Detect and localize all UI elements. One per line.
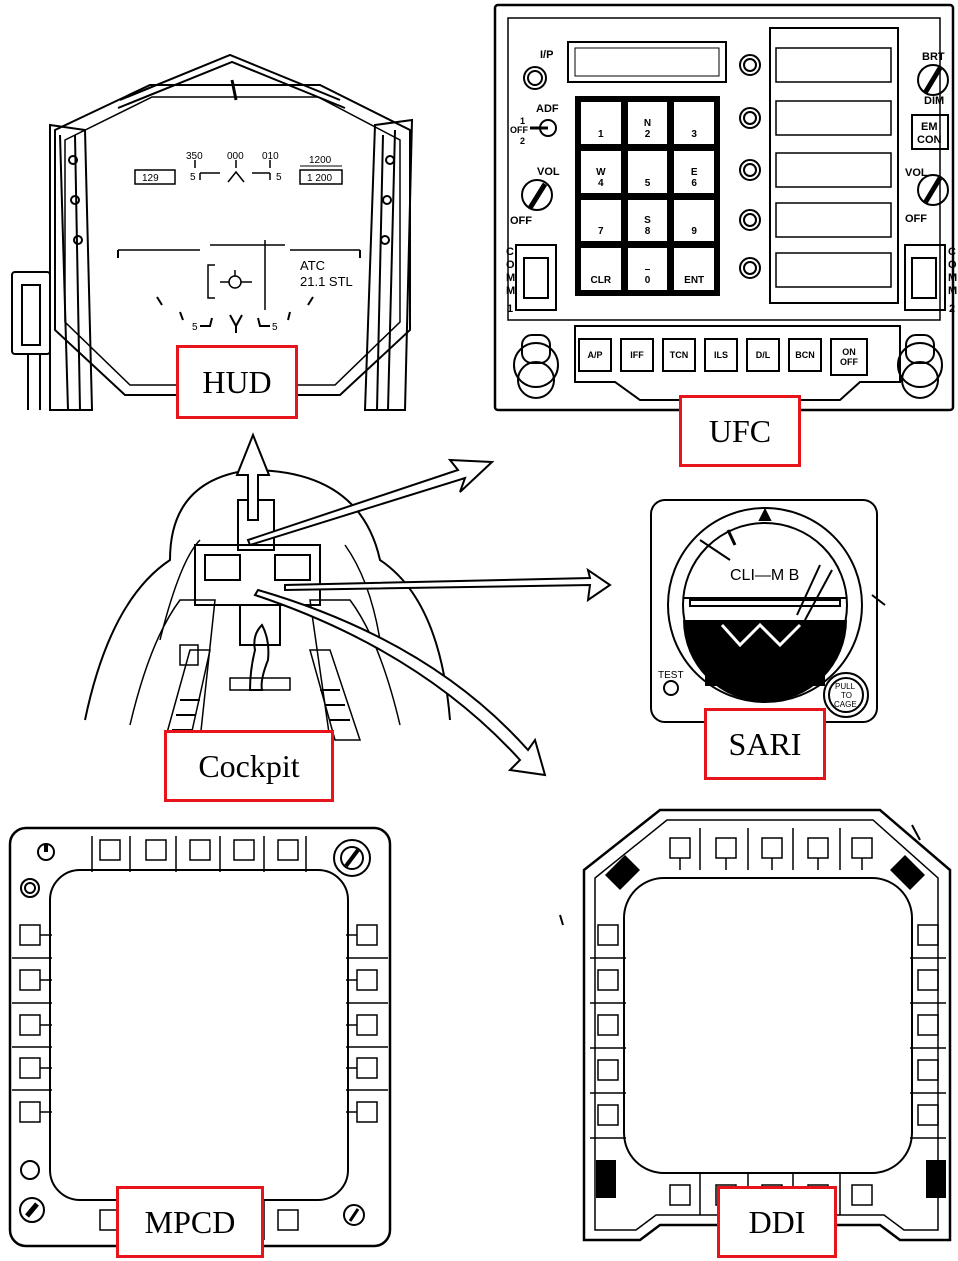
ufc-key-label: 0 [645, 275, 651, 286]
ddi-illustration [560, 810, 950, 1240]
ufc-key-11[interactable]: ENT [673, 247, 715, 291]
ufc-con: CON [917, 134, 942, 146]
ufc-key-top-label: N [644, 118, 651, 129]
ufc-function-button-0[interactable]: A/P [578, 338, 612, 372]
ufc-em: EM [921, 121, 938, 133]
label-mpcd: MPCD [116, 1186, 264, 1258]
ufc-key-4[interactable]: 5 [627, 150, 669, 194]
ufc-function-button-3[interactable]: ILS [704, 338, 738, 372]
ufc-key-9[interactable]: CLR [580, 247, 622, 291]
ufc-key-label: 4 [598, 178, 604, 189]
ufc-adf-off: OFF [510, 125, 528, 135]
ufc-brt: BRT [922, 51, 945, 63]
ufc-adf-label: ADF [536, 103, 559, 115]
sari-test-label: TEST [658, 670, 684, 681]
ufc-comm1-c: C [506, 246, 514, 258]
hud-pitch-left: 5 [190, 172, 196, 183]
ufc-comm2-o: O [948, 259, 957, 271]
sari-pull: PULL [835, 682, 856, 691]
ufc-comm2-num: 2 [949, 303, 955, 315]
ufc-key-top-label: W [596, 167, 605, 178]
sari-cage: CAGE [834, 700, 857, 709]
ufc-function-button-1[interactable]: IFF [620, 338, 654, 372]
ufc-comm2-m1: M [948, 272, 957, 284]
hud-heading-350: 350 [186, 151, 203, 162]
mpcd-illustration [10, 828, 390, 1246]
ufc-key-top-label: – [645, 264, 651, 275]
ufc-function-button-2[interactable]: TCN [662, 338, 696, 372]
ufc-key-label: 7 [598, 226, 604, 237]
ufc-key-label: 3 [691, 129, 697, 140]
ufc-key-8[interactable]: 9 [673, 199, 715, 243]
ufc-comm2-m2: M [948, 285, 957, 297]
hud-heading-000: 000 [227, 151, 244, 162]
ufc-ip-label: I/P [540, 49, 553, 61]
ufc-key-2[interactable]: 3 [673, 101, 715, 145]
ufc-function-button-5[interactable]: BCN [788, 338, 822, 372]
ufc-key-label: 1 [598, 129, 604, 140]
ufc-key-10[interactable]: –0 [627, 247, 669, 291]
hud-atc-value: 21.1 STL [300, 274, 353, 289]
ufc-comm1-o: O [506, 259, 515, 271]
label-ufc: UFC [679, 395, 801, 467]
ufc-vol-right: VOL [905, 167, 928, 179]
label-sari: SARI [704, 708, 826, 780]
hud-atc: ATC [300, 258, 325, 273]
ufc-key-label: CLR [591, 275, 612, 286]
hud-heading-010: 010 [262, 151, 279, 162]
ufc-key-label: 2 [645, 129, 651, 140]
cockpit-illustration [85, 435, 610, 775]
hud-bank-left: 5 [192, 322, 198, 333]
ufc-comm1-num: 1 [507, 303, 513, 315]
ufc-comm1-m2: M [506, 285, 515, 297]
ufc-key-label: 9 [691, 226, 697, 237]
ufc-function-button-4[interactable]: D/L [746, 338, 780, 372]
label-cockpit: Cockpit [164, 730, 334, 802]
ufc-key-6[interactable]: 7 [580, 199, 622, 243]
ufc-key-0[interactable]: 1 [580, 101, 622, 145]
ufc-onoff-button[interactable]: ON OFF [830, 338, 868, 376]
ufc-key-label: 5 [645, 178, 651, 189]
hud-pitch-right: 5 [276, 172, 282, 183]
hud-altitude: 1 200 [307, 173, 332, 184]
sari-to: TO [841, 691, 852, 700]
ufc-dim: DIM [924, 95, 944, 107]
hud-bank-right: 5 [272, 322, 278, 333]
ufc-vol-left: VOL [537, 166, 560, 178]
sari-title: CLI—M B [730, 567, 799, 584]
hud-airspeed: 129 [142, 173, 159, 184]
hud-altitude-label: 1200 [309, 155, 332, 166]
ufc-key-label: 6 [691, 178, 697, 189]
ufc-off-left: OFF [510, 215, 532, 227]
ufc-comm2-c: C [948, 246, 956, 258]
label-ddi: DDI [717, 1186, 837, 1258]
ufc-off-label: OFF [840, 357, 858, 367]
label-hud: HUD [176, 345, 298, 419]
ufc-key-label: 8 [645, 226, 651, 237]
ufc-off-right: OFF [905, 213, 927, 225]
ufc-key-top-label: E [691, 167, 698, 178]
ufc-adf-2: 2 [520, 136, 525, 146]
ufc-on-label: ON [842, 347, 856, 357]
ufc-comm1-m1: M [506, 272, 515, 284]
ufc-key-label: ENT [684, 275, 704, 286]
ufc-key-top-label: S [644, 215, 651, 226]
